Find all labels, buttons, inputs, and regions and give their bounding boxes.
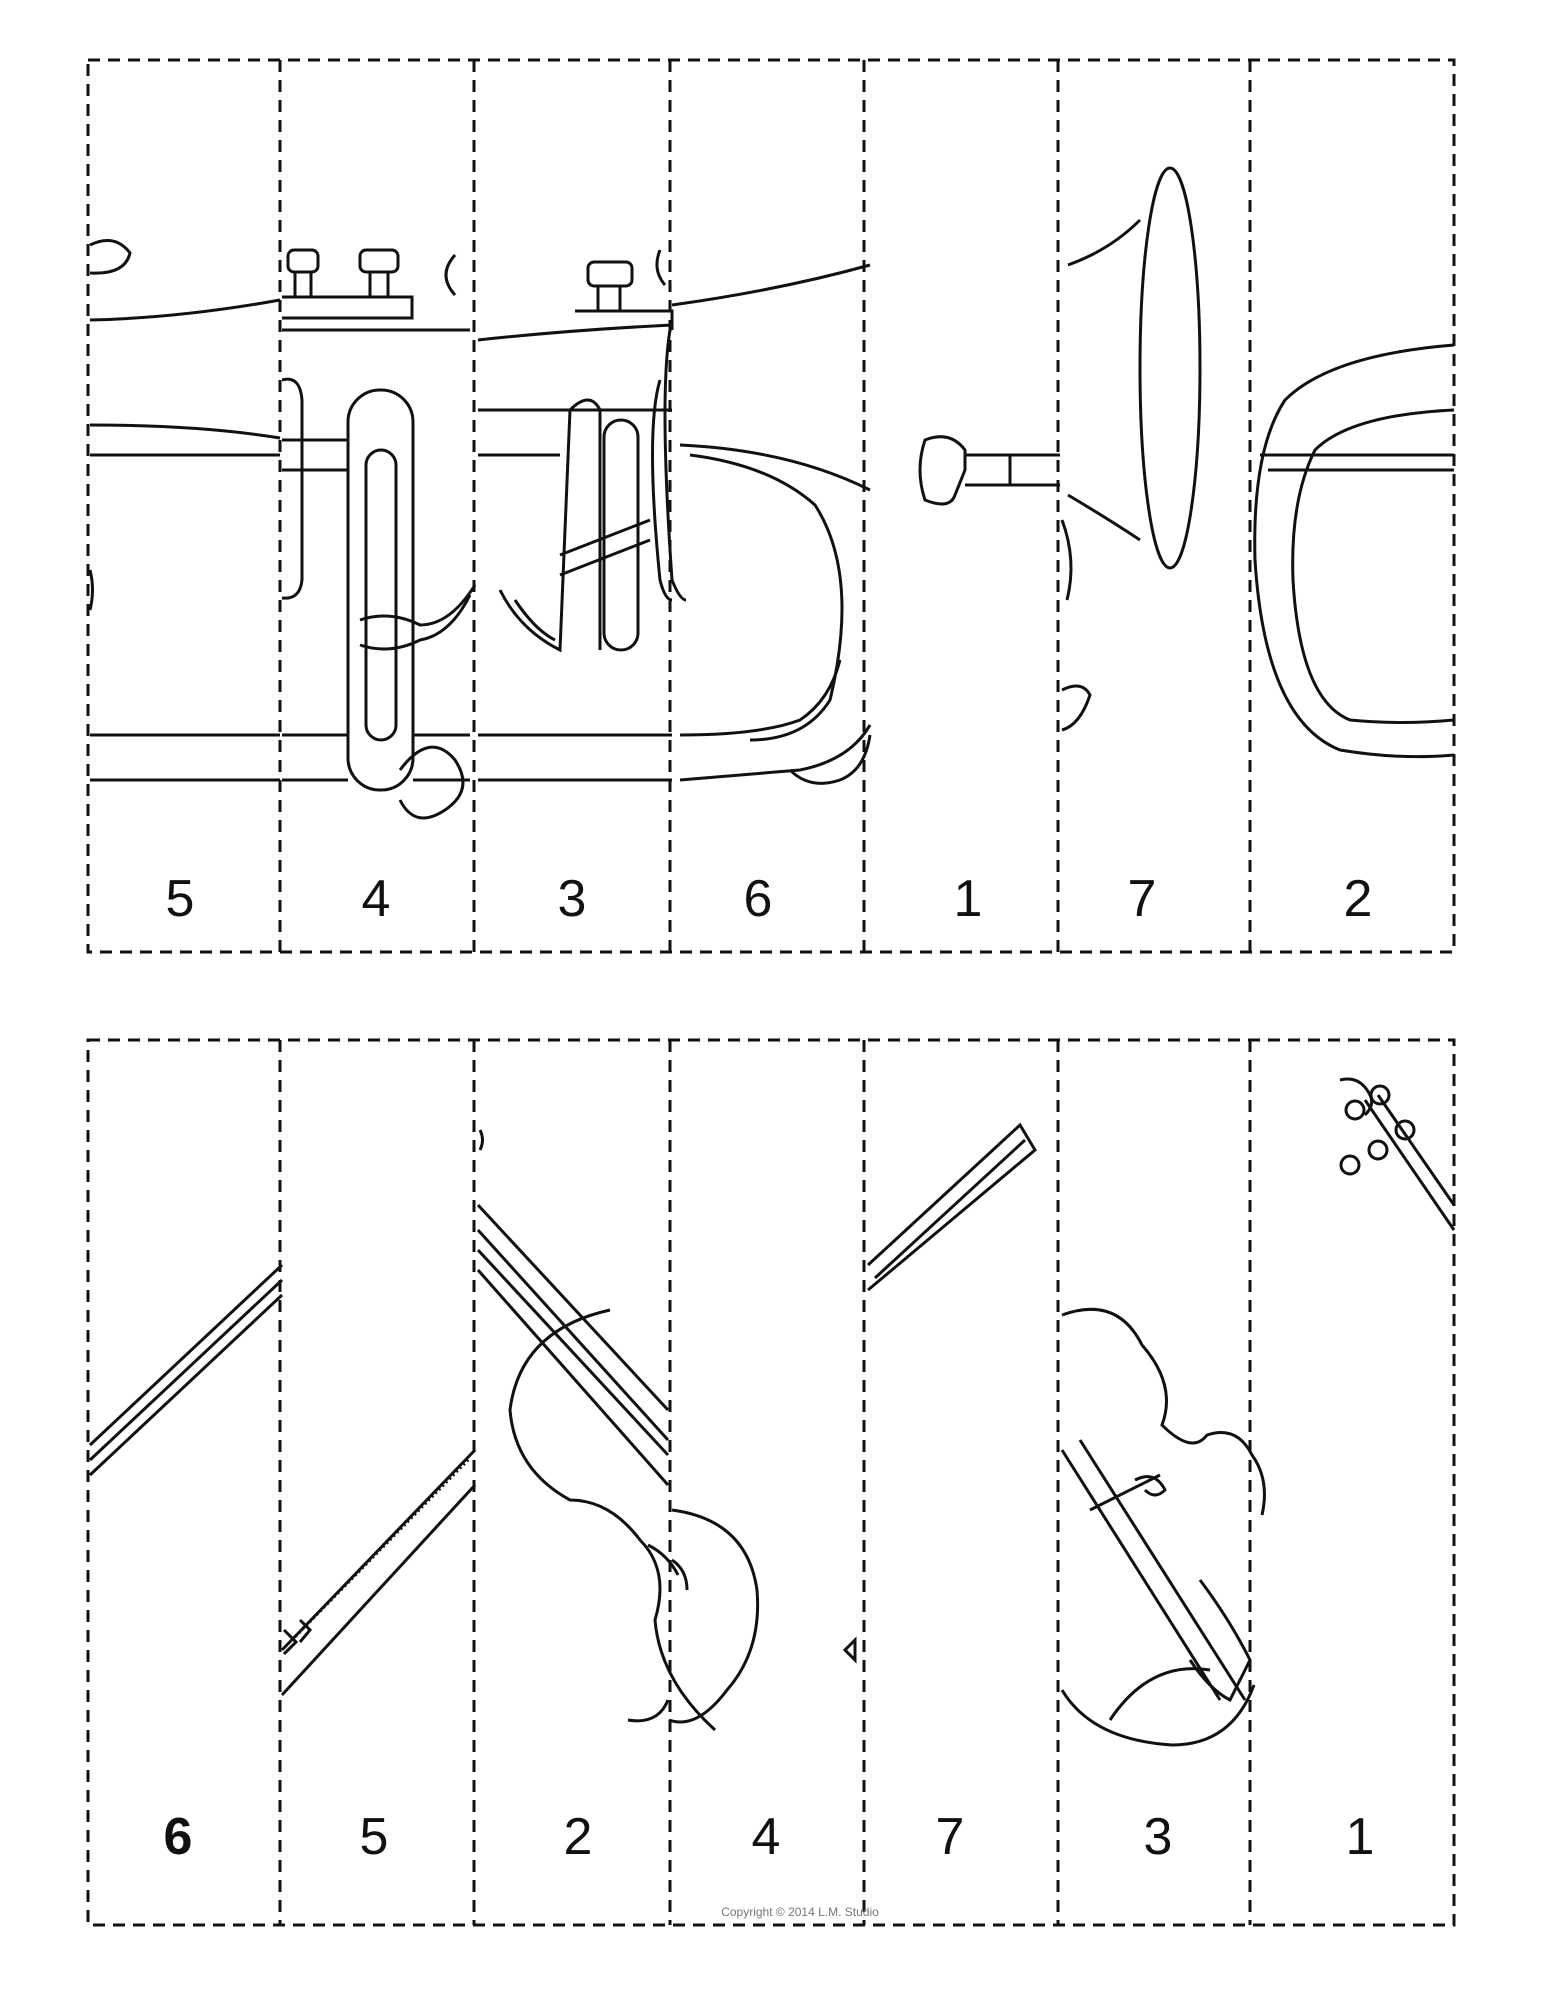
violin-strip-number: 4 bbox=[751, 1808, 781, 1866]
violin-strip-3 bbox=[1060, 1307, 1266, 1747]
copyright-footer: Copyright © 2014 L.M. Studio bbox=[721, 1905, 879, 1919]
violin-strip-5 bbox=[280, 1448, 477, 1697]
trumpet-strip-number: 6 bbox=[743, 870, 773, 928]
violin-strip-6 bbox=[88, 1263, 284, 1477]
trumpet-strip-number: 4 bbox=[361, 870, 391, 928]
trumpet-strip-4 bbox=[281, 248, 477, 820]
trumpet-strip-7 bbox=[1060, 166, 1202, 732]
trumpet-strip-number: 7 bbox=[1127, 870, 1157, 928]
trumpet-strip-3 bbox=[477, 249, 674, 782]
trumpet-strip-number: 3 bbox=[557, 870, 587, 928]
cut-lines bbox=[86, 58, 1456, 1927]
violin-strip-2 bbox=[476, 1129, 717, 1732]
trumpet-strip-2 bbox=[1253, 343, 1455, 759]
violin-strip-number: 3 bbox=[1143, 1808, 1173, 1866]
violin-strip-4 bbox=[668, 1508, 857, 1724]
trumpet-strip-number: 5 bbox=[165, 870, 195, 928]
violin-strip-number: 7 bbox=[935, 1808, 965, 1866]
violin-strip-number: 5 bbox=[359, 1808, 389, 1866]
violin-strip-7 bbox=[866, 1122, 1037, 1292]
trumpet-strip-6 bbox=[663, 263, 872, 785]
violin-strip-number: 2 bbox=[563, 1808, 593, 1866]
trumpet-strip-5 bbox=[88, 239, 281, 782]
trumpet-strip-1 bbox=[918, 435, 1060, 506]
trumpet-strip-number: 2 bbox=[1343, 870, 1373, 928]
violin-puzzle bbox=[88, 1077, 1456, 1747]
violin-strip-number: 6 bbox=[163, 1808, 193, 1866]
trumpet-strip-number: 1 bbox=[953, 870, 983, 928]
violin-strip-number: 1 bbox=[1345, 1808, 1375, 1866]
violin-strip-1 bbox=[1339, 1077, 1456, 1231]
trumpet-puzzle bbox=[88, 166, 1455, 820]
